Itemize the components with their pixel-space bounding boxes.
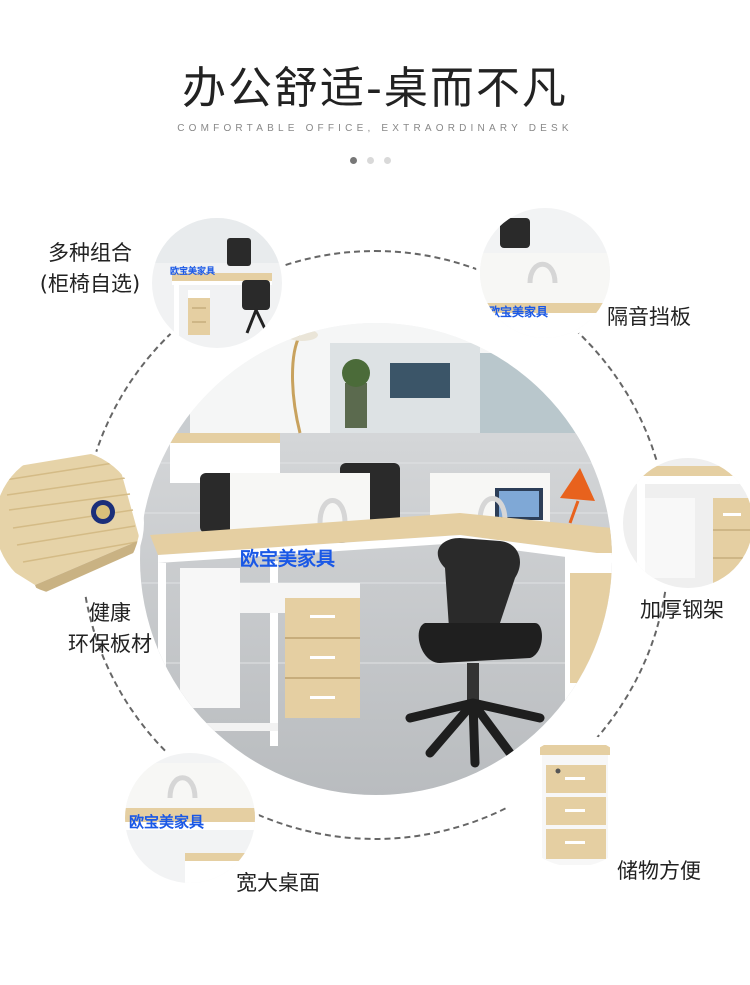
- steel-frame-photo: [623, 458, 750, 588]
- feature-label-desktop: 宽大桌面: [236, 871, 320, 895]
- pager-dot[interactable]: [367, 157, 374, 164]
- combo-label-line2: (柜椅自选): [39, 272, 141, 296]
- svg-text:欧宝美家具: 欧宝美家具: [240, 547, 335, 570]
- soundproof-photo: 欧宝美家具: [480, 208, 610, 338]
- page-title: 办公舒适-桌而不凡: [182, 63, 568, 114]
- pager-dot[interactable]: [350, 157, 357, 164]
- feature-label-steel: 加厚钢架: [640, 598, 724, 622]
- feature-label-board: 健康 环保板材: [40, 598, 180, 660]
- feature-label-soundproof: 隔音挡板: [607, 305, 691, 329]
- combo-photo: 欧宝美家具: [152, 218, 282, 348]
- page-subtitle: COMFORTABLE OFFICE, EXTRAORDINARY DESK: [177, 123, 573, 134]
- wood-board-photo: [0, 450, 140, 595]
- svg-text:欧宝美家具: 欧宝美家具: [170, 265, 215, 277]
- combo-label-line1: 多种组合: [48, 241, 132, 265]
- carousel-pager[interactable]: [350, 157, 400, 167]
- pager-dot[interactable]: [384, 157, 391, 164]
- desk-surface-photo: 欧宝美家具: [125, 753, 255, 883]
- svg-text:欧宝美家具: 欧宝美家具: [129, 813, 204, 831]
- office-workstation-photo: 欧宝美家具: [140, 323, 612, 795]
- board-label-line2: 环保板材: [68, 632, 152, 656]
- feature-label-storage: 储物方便: [617, 859, 701, 883]
- board-label-line1: 健康: [89, 601, 131, 625]
- svg-text:欧宝美家具: 欧宝美家具: [488, 304, 548, 319]
- drawer-cabinet-photo: [510, 737, 640, 867]
- feature-label-combo: 多种组合 (柜椅自选): [25, 238, 155, 300]
